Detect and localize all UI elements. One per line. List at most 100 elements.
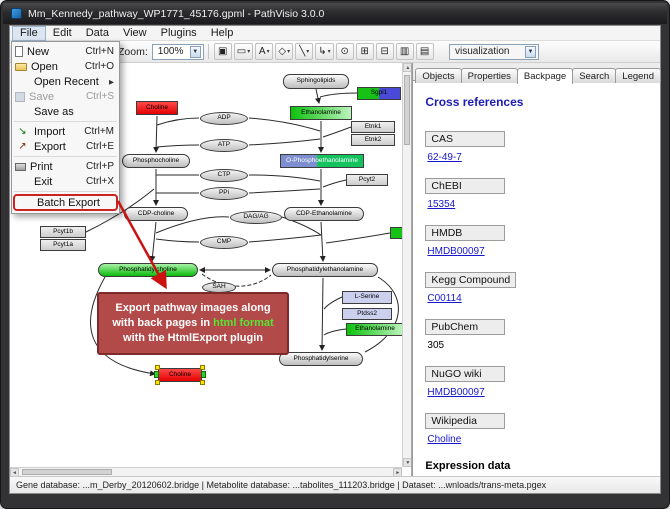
xref-link[interactable]: HMDB00097 xyxy=(427,387,485,398)
node-etnk1[interactable]: Etnk1 xyxy=(351,121,395,133)
distribute-vertical-button[interactable]: ▤ xyxy=(415,43,434,60)
shape-tool-button[interactable]: ◇▾ xyxy=(275,43,294,60)
file-menu-item-batch-export[interactable]: Batch Export xyxy=(13,194,118,211)
xref-link[interactable]: 15354 xyxy=(427,199,456,210)
node-ethanolamine[interactable]: Ethanolamine xyxy=(290,106,352,120)
tab-legend[interactable]: Legend xyxy=(615,68,661,83)
node-choline[interactable]: Choline xyxy=(154,365,206,385)
xref-link[interactable]: HMDB00097 xyxy=(427,246,485,257)
scroll-down-icon[interactable]: ▼ xyxy=(403,458,412,467)
anchor-tool-button[interactable]: ⊙ xyxy=(335,43,354,60)
selection-handle[interactable] xyxy=(200,380,205,385)
zoom-combobox[interactable]: 100% ▼ xyxy=(151,43,204,60)
xref-link[interactable]: C00114 xyxy=(427,293,462,304)
vertical-scrollbar[interactable]: ▲ ▼ xyxy=(402,63,412,467)
node-adp[interactable]: ADP xyxy=(200,112,248,125)
shape-tool-icon: ◇ xyxy=(278,45,287,57)
scroll-up-icon[interactable]: ▲ xyxy=(403,63,412,72)
label-tool-button[interactable]: A▾ xyxy=(255,43,274,60)
scroll-left-icon[interactable]: ◄ xyxy=(10,468,19,476)
fit-zoom-button[interactable]: ▣ xyxy=(213,43,232,60)
node-dag-ag[interactable]: DAG/AG xyxy=(230,211,282,224)
node-sphingolipids[interactable]: Sphingolipids xyxy=(283,74,349,89)
scrollbar-thumb[interactable] xyxy=(22,469,112,475)
node-cdp-ethanolamine[interactable]: CDP-Ethanolamine xyxy=(284,207,364,221)
selection-handle[interactable] xyxy=(200,365,205,370)
node-pcyt1a[interactable]: Pcyt1a xyxy=(40,239,86,251)
xref-link[interactable]: Choline xyxy=(427,434,462,445)
node-sgpl1[interactable]: Sgpl1 xyxy=(357,87,401,100)
xref-database-label: Kegg Compound xyxy=(425,272,517,288)
selection-handle[interactable] xyxy=(155,365,160,370)
tab-search[interactable]: Search xyxy=(572,68,617,83)
selection-handle[interactable] xyxy=(154,371,159,378)
menu-item-label: Save xyxy=(29,90,55,103)
datanode-tool-button[interactable]: ▭▾ xyxy=(233,43,254,60)
node-cmp[interactable]: CMP xyxy=(200,236,248,249)
node-cdp-choline[interactable]: CDP-choline xyxy=(124,207,188,221)
node-o-phosphoethanolamine[interactable]: O-Phosphoethanolamine xyxy=(280,154,364,168)
scrollbar-thumb[interactable] xyxy=(404,75,411,145)
menu-item-label: Open Recent xyxy=(34,75,99,88)
xref-database-label: ChEBI xyxy=(425,178,506,194)
app-icon xyxy=(11,8,22,19)
menu-help[interactable]: Help xyxy=(210,26,234,39)
scroll-right-icon[interactable]: ► xyxy=(393,468,403,476)
node-phosphatidylethanolamine[interactable]: Phosphatidylethanolamine xyxy=(272,263,378,277)
menu-data[interactable]: Data xyxy=(85,26,109,39)
line-tool-icon: ╲ xyxy=(299,45,306,57)
node-l-serine[interactable]: L-Serine xyxy=(342,291,392,304)
node-choline[interactable]: Choline xyxy=(136,101,178,115)
node-etnk2[interactable]: Etnk2 xyxy=(351,134,395,146)
line-tool-button[interactable]: ╲▾ xyxy=(295,43,314,60)
node-pcyt2[interactable]: Pcyt2 xyxy=(346,174,388,186)
node-phosphatidylserine[interactable]: Phosphatidylserine xyxy=(279,352,363,366)
menu-plugins[interactable]: Plugins xyxy=(160,26,197,39)
xref-database-label: PubChem xyxy=(425,319,506,335)
connector-tool-button[interactable]: ↳▾ xyxy=(315,43,334,60)
node-ppi[interactable]: PPi xyxy=(200,187,248,200)
dropdown-arrow-icon: ▾ xyxy=(287,49,291,55)
node-ptdss2[interactable]: Ptdss2 xyxy=(342,308,392,320)
tab-backpage[interactable]: Backpage xyxy=(516,68,574,84)
file-menu-item-save-as[interactable]: Save as xyxy=(12,104,119,119)
xref-link[interactable]: 62-49-7 xyxy=(427,152,462,163)
visualization-combobox[interactable]: visualization ▼ xyxy=(449,43,539,60)
tab-objects[interactable]: Objects xyxy=(415,68,462,83)
horizontal-scrollbar[interactable]: ◄ ► xyxy=(10,467,403,476)
menu-item-label: Export xyxy=(34,140,66,153)
selection-handle[interactable] xyxy=(155,380,160,385)
distribute-horizontal-button[interactable]: ▥ xyxy=(395,43,414,60)
node-phosphocholine[interactable]: Phosphocholine xyxy=(122,154,190,168)
menu-view[interactable]: View xyxy=(122,26,147,39)
file-menu-item-open-recent[interactable]: Open Recent▶ xyxy=(12,74,119,89)
menu-edit[interactable]: Edit xyxy=(52,26,72,39)
titlebar[interactable]: Mm_Kennedy_pathway_WP1771_45176.gpml - P… xyxy=(3,3,667,24)
node-ethanolamine[interactable]: Ethanolamine xyxy=(346,323,404,336)
chevron-down-icon[interactable]: ▼ xyxy=(525,45,536,58)
node-ctp[interactable]: CTP xyxy=(200,169,248,182)
node-pcyt1b[interactable]: Pcyt1b xyxy=(40,226,86,238)
selection-handle[interactable] xyxy=(201,371,206,378)
tab-properties[interactable]: Properties xyxy=(460,68,518,83)
chevron-down-icon[interactable]: ▼ xyxy=(189,45,201,58)
node-phosphatidylcholine[interactable]: Phosphatidylcholine xyxy=(98,263,198,277)
menu-file[interactable]: File xyxy=(12,25,46,41)
node-atp[interactable]: ATP xyxy=(200,139,248,152)
annotation-text-after: with the HtmlExport plugin xyxy=(123,331,263,344)
align-vertical-button[interactable]: ⊟ xyxy=(375,43,394,60)
align-horizontal-button[interactable]: ⊞ xyxy=(355,43,374,60)
